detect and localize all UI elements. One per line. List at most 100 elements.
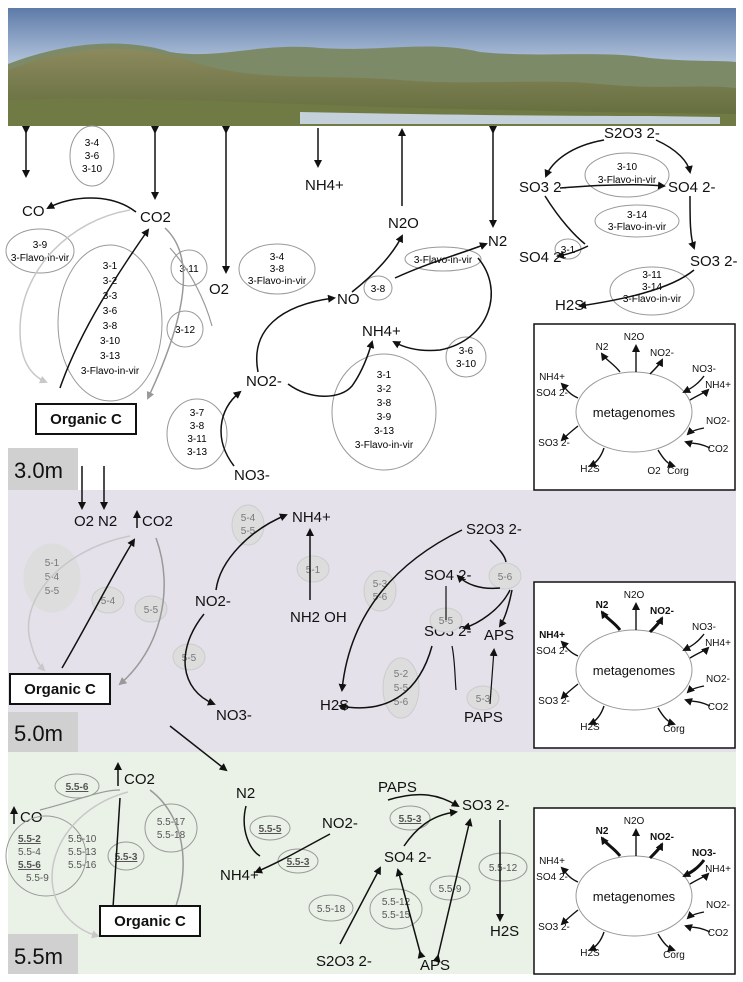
metagenome-arrow (588, 705, 605, 725)
gene-id: 3-11 (642, 270, 662, 281)
species-no3: NO3- (216, 707, 252, 724)
arrow-so3b-h2s (578, 269, 695, 310)
metagenome-arrow (649, 358, 663, 375)
metagenome-arrow (682, 859, 706, 878)
gene-id: 3-11 (187, 434, 207, 445)
gene-id: 3-Flavo-in-vir (414, 255, 473, 266)
gene-id: 3-8 (371, 284, 386, 295)
gene-id: 3-Flavo-in-vir (355, 440, 414, 451)
gene-id: 3-9 (33, 240, 48, 251)
svg-text:5.5-9: 5.5-9 (439, 884, 462, 895)
species-nh4: NH4+ (292, 509, 331, 526)
species-nh4: NH4+ (362, 323, 401, 340)
arrow-co2-co (39, 789, 121, 811)
gene-id: 3-1 (377, 370, 392, 381)
arrow-co2-orgc-light (27, 535, 131, 672)
svg-text:5.5-3: 5.5-3 (287, 857, 310, 868)
metagenome-arrow (560, 425, 579, 442)
gene-id: 3-Flavo-in-vir (608, 222, 667, 233)
gene-group-s56b: 5-6 (488, 562, 522, 590)
svg-text:3-11: 3-11 (179, 264, 199, 275)
metagenome-label: O2 (647, 466, 661, 477)
gene-id: 3-14 (642, 282, 662, 293)
svg-text:3-73-83-113-13: 3-73-83-113-13 (187, 408, 207, 458)
arrow-so3-so4 (559, 181, 666, 190)
arrow-no2-no (256, 294, 336, 373)
metagenome-label: CO2 (708, 702, 729, 713)
svg-text:3-103-Flavo-in-vir: 3-103-Flavo-in-vir (598, 162, 657, 186)
species-o2: O2 (209, 281, 229, 298)
gene-id: 5-4 (45, 572, 60, 583)
gene-id: 3-6 (103, 306, 118, 317)
gene-id: 5-1 (306, 565, 321, 576)
gene-id: 5-5 (182, 653, 197, 664)
gene-id: 5.5-13 (68, 847, 97, 858)
metagenome-arrow (657, 449, 676, 468)
metagenome-label: NO3- (692, 364, 716, 375)
metagenome-label: N2O (624, 332, 645, 343)
gene-id: 3-1 (561, 245, 576, 256)
metagenome-arrow (686, 910, 705, 920)
gene-id: 5.5-2 (18, 834, 41, 845)
species-so4-b: SO4 2- (519, 249, 567, 266)
arrow-n2-nh4 (392, 257, 492, 352)
metagenome-label: NH4+ (705, 864, 731, 875)
arrow-paps-aps (489, 648, 498, 705)
metagenome-label: NO2- (706, 674, 730, 685)
layer-3m: CO CO2 O2 NH4+ N2O N2 NO NH4+ NO2- NO3- … (5, 125, 738, 484)
gene-group-556: 5.5-6 (54, 773, 100, 799)
species-n2o: N2O (388, 215, 419, 232)
metagenome-label: Corg (663, 724, 685, 735)
metagenome-arrow (560, 909, 579, 926)
arrow-s2o3-h2s (338, 529, 463, 692)
gene-id: 3-7 (190, 408, 205, 419)
gene-id: 3-13 (374, 426, 394, 437)
metagenome-label: Corg (667, 466, 689, 477)
gene-id: 5-5 (241, 526, 256, 537)
metagenome-center-label: metagenomes (593, 889, 676, 904)
svg-text:3-8: 3-8 (371, 284, 386, 295)
gene-id: 3-10 (82, 164, 102, 175)
gene-id: 3-10 (100, 336, 120, 347)
layer-5-5m: CO2 CO N2 NO2- NH4+ PAPS SO3 2- SO4 2- S… (5, 762, 528, 974)
species-no3: NO3- (234, 467, 270, 484)
species-paps: PAPS (464, 709, 503, 726)
species-h2s: H2S (320, 697, 349, 714)
species-n2: N2 (236, 785, 255, 802)
gene-id: 5.5-3 (287, 857, 310, 868)
gene-id: 5-6 (498, 572, 513, 583)
arrow-orgc-co2 (59, 228, 150, 389)
svg-text:5-3: 5-3 (476, 694, 491, 705)
species-so4-a: SO4 2- (668, 179, 716, 196)
species-so3-a: SO3 2- (519, 179, 567, 196)
species-n2: N2 (98, 513, 117, 530)
species-s2o3: S2O3 2- (466, 521, 522, 538)
arrow-o2-loop (169, 247, 213, 327)
arrow-to-so4b (556, 245, 589, 259)
arrow-so3-loop (544, 195, 586, 245)
species-so3: SO3 2- (462, 797, 510, 814)
arrow-so4-so3 (403, 808, 458, 847)
svg-text:3-13-23-33-63-83-103-133-Flavo: 3-13-23-33-63-83-103-133-Flavo-in-vir (81, 261, 140, 377)
svg-text:3-63-10: 3-63-10 (456, 346, 476, 370)
metagenome-label: N2O (624, 590, 645, 601)
metagenome-arrow (686, 684, 705, 694)
svg-text:5.5-3: 5.5-3 (115, 852, 138, 863)
svg-text:5-6: 5-6 (498, 572, 513, 583)
svg-text:5-45-5: 5-45-5 (241, 513, 256, 537)
metagenome-label: SO4 2- (536, 872, 568, 883)
organic-c-box-3m: Organic C (35, 403, 137, 435)
metagenome-label: NH4+ (705, 638, 731, 649)
species-co2: CO2 (140, 209, 171, 226)
metagenome-label: NO3- (692, 848, 716, 859)
species-co2: CO2 (142, 513, 173, 530)
gene-id: 5.5-6 (66, 782, 89, 793)
organic-c-box-5m: Organic C (9, 673, 111, 705)
gene-group-553c: 5.5-3 (389, 805, 431, 831)
